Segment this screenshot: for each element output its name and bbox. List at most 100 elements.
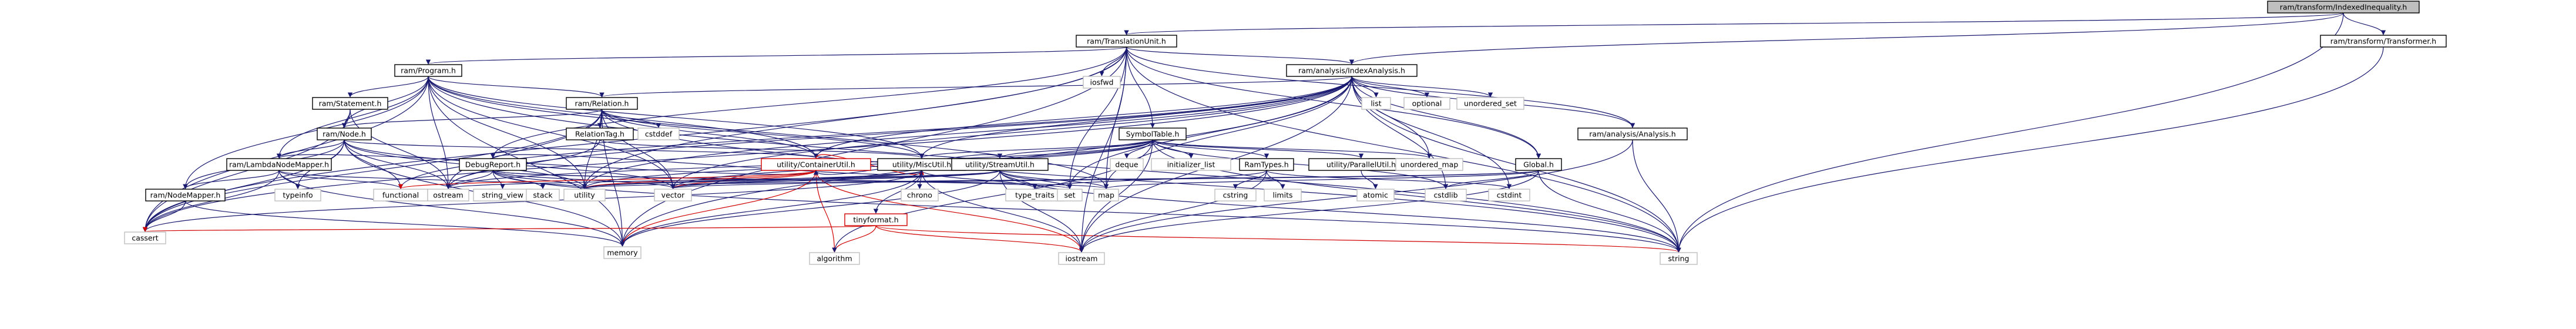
edge-prg-to-ostream	[428, 76, 451, 189]
node-box-tinyformat-h	[844, 213, 908, 226]
node-label-ram-program-h: ram/Program.h	[401, 66, 456, 75]
node-ram-nodemapper-h[interactable]: ram/NodeMapper.h	[145, 189, 226, 202]
edge-stmt-to-ostream	[350, 109, 451, 189]
node-ram-transform-indexedinequality-h[interactable]: ram/transform/IndexedInequality.h	[2267, 1, 2420, 14]
node-utility-containerutil-h[interactable]: utility/ContainerUtil.h	[761, 158, 871, 171]
edge-ia-to-vector	[670, 76, 1352, 189]
edge-node-to-lnm	[276, 139, 345, 159]
edge-glb-to-map	[1104, 170, 1539, 189]
node-label-limits: limits	[1272, 191, 1292, 200]
edge-mu-to-iostream	[921, 170, 1084, 253]
node-box-unordered-map	[1395, 158, 1463, 171]
edge-prg-to-lnm	[276, 76, 429, 159]
node-box-unordered-set	[1456, 97, 1524, 110]
node-utility-miscutil-h[interactable]: utility/MiscUtil.h	[877, 158, 966, 171]
node-string: string	[1660, 252, 1698, 265]
node-box-ram-statement-h	[312, 97, 388, 110]
node-box-limits	[1264, 189, 1302, 202]
edge-su-to-iostream	[999, 170, 1084, 253]
node-label-initializer-list: initializer_list	[1167, 160, 1215, 169]
node-ram-relation-h[interactable]: ram/Relation.h	[566, 97, 638, 110]
edge-root-to-string	[1676, 12, 2344, 253]
node-box-utility	[563, 189, 606, 202]
node-ram-statement-h[interactable]: ram/Statement.h	[312, 97, 388, 110]
edge-lnm-to-utility	[278, 170, 587, 189]
edge-mu-to-memory	[620, 170, 922, 247]
edge-ram-to-iostream	[1079, 170, 1267, 253]
node-ram-node-h[interactable]: ram/Node.h	[317, 127, 372, 140]
edge-glb-to-string	[1538, 170, 1681, 253]
node-cstring: cstring	[1214, 189, 1257, 202]
node-ram-analysis-indexanalysis-h[interactable]: ram/analysis/IndexAnalysis.h	[1286, 64, 1418, 77]
node-cstddef: cstddef	[637, 127, 680, 140]
node-global-h[interactable]: Global.h	[1515, 158, 1562, 171]
node-ram-translationunit-h[interactable]: ram/TranslationUnit.h	[1076, 35, 1177, 48]
node-ram-transform-transformer-h[interactable]: ram/transform/Transformer.h	[2320, 35, 2447, 48]
edge-nm-to-memory	[184, 200, 625, 247]
node-ram-program-h[interactable]: ram/Program.h	[394, 64, 462, 77]
node-box-chrono	[901, 189, 939, 202]
node-box-utility-streamutil-h	[951, 158, 1049, 171]
edge-glb-to-iostream	[1079, 170, 1539, 253]
node-label-cstddef: cstddef	[645, 130, 673, 139]
edge-rel-to-vector	[601, 109, 676, 189]
node-label-ramtypes-h: RamTypes.h	[1244, 160, 1288, 169]
edge-node-to-cassert	[142, 139, 345, 232]
node-box-ram-translationunit-h	[1076, 35, 1177, 48]
edge-tu-to-st	[1126, 46, 1156, 128]
node-label-optional: optional	[1412, 99, 1442, 108]
edge-st-to-mu	[919, 139, 1153, 159]
edge-ia-to-cstdint	[1351, 76, 1512, 189]
node-box-vector	[654, 189, 692, 202]
node-box-cstdint	[1488, 189, 1530, 202]
edge-lnm-to-nm	[183, 170, 280, 189]
node-atomic: atomic	[1356, 189, 1395, 202]
node-label-ram-node-h: ram/Node.h	[323, 130, 366, 139]
edge-root-to-xf	[2343, 12, 2386, 35]
node-string-view: string_view	[473, 189, 532, 202]
edge-cu-to-functional	[398, 170, 817, 189]
node-label-ram-relation-h: ram/Relation.h	[575, 99, 629, 108]
edge-su-to-utility	[582, 170, 1000, 189]
node-tinyformat-h[interactable]: tinyformat.h	[844, 213, 908, 226]
node-label-cstdlib: cstdlib	[1433, 191, 1457, 200]
edge-dr-to-string	[492, 170, 1681, 253]
node-box-stack	[526, 189, 560, 202]
node-box-string	[1660, 252, 1698, 265]
node-label-atomic: atomic	[1363, 191, 1388, 200]
node-label-ram-analysis-analysis-h: ram/analysis/Analysis.h	[1589, 130, 1675, 139]
node-utility-streamutil-h[interactable]: utility/StreamUtil.h	[951, 158, 1049, 171]
node-box-cassert	[124, 231, 166, 244]
node-initializer-list: initializer_list	[1151, 158, 1231, 171]
node-symboltable-h[interactable]: SymbolTable.h	[1119, 127, 1187, 140]
node-label-cassert: cassert	[132, 234, 158, 243]
edge-pu-to-atomic	[1361, 170, 1378, 189]
node-relationtag-h[interactable]: RelationTag.h	[566, 127, 634, 140]
edge-prg-to-rel	[428, 76, 604, 98]
node-debugreport-h[interactable]: DebugReport.h	[459, 158, 527, 171]
node-label-algorithm: algorithm	[817, 254, 852, 263]
node-unordered-map: unordered_map	[1395, 158, 1463, 171]
node-ramtypes-h[interactable]: RamTypes.h	[1239, 158, 1294, 171]
node-box-ram-relation-h	[566, 97, 638, 110]
edge-ia-to-utility	[582, 76, 1352, 189]
edge-tu-to-glb	[1126, 46, 1541, 159]
node-unordered-set: unordered_set	[1456, 97, 1524, 110]
node-label-set: set	[1064, 191, 1075, 200]
node-label-cstdint: cstdint	[1497, 191, 1522, 200]
node-box-ram-lambdanodemapper-h	[226, 158, 332, 171]
node-box-cstddef	[637, 127, 680, 140]
edge-glb-to-cstdlib	[1443, 170, 1539, 189]
edge-tu-to-ana	[1126, 46, 1635, 128]
node-ram-lambdanodemapper-h[interactable]: ram/LambdaNodeMapper.h	[226, 158, 332, 171]
edge-tu-to-ia	[1126, 46, 1354, 65]
nodes-layer: ram/transform/IndexedInequality.h ram/Tra…	[124, 1, 2447, 265]
edge-rel-to-cu	[601, 109, 819, 159]
node-ram-analysis-analysis-h[interactable]: ram/analysis/Analysis.h	[1577, 127, 1688, 140]
node-box-typeinfo	[274, 189, 321, 202]
edge-tu-to-string	[1126, 46, 1681, 253]
node-label-map: map	[1098, 191, 1114, 200]
node-algorithm: algorithm	[809, 252, 860, 265]
node-label-global-h: Global.h	[1523, 160, 1554, 169]
